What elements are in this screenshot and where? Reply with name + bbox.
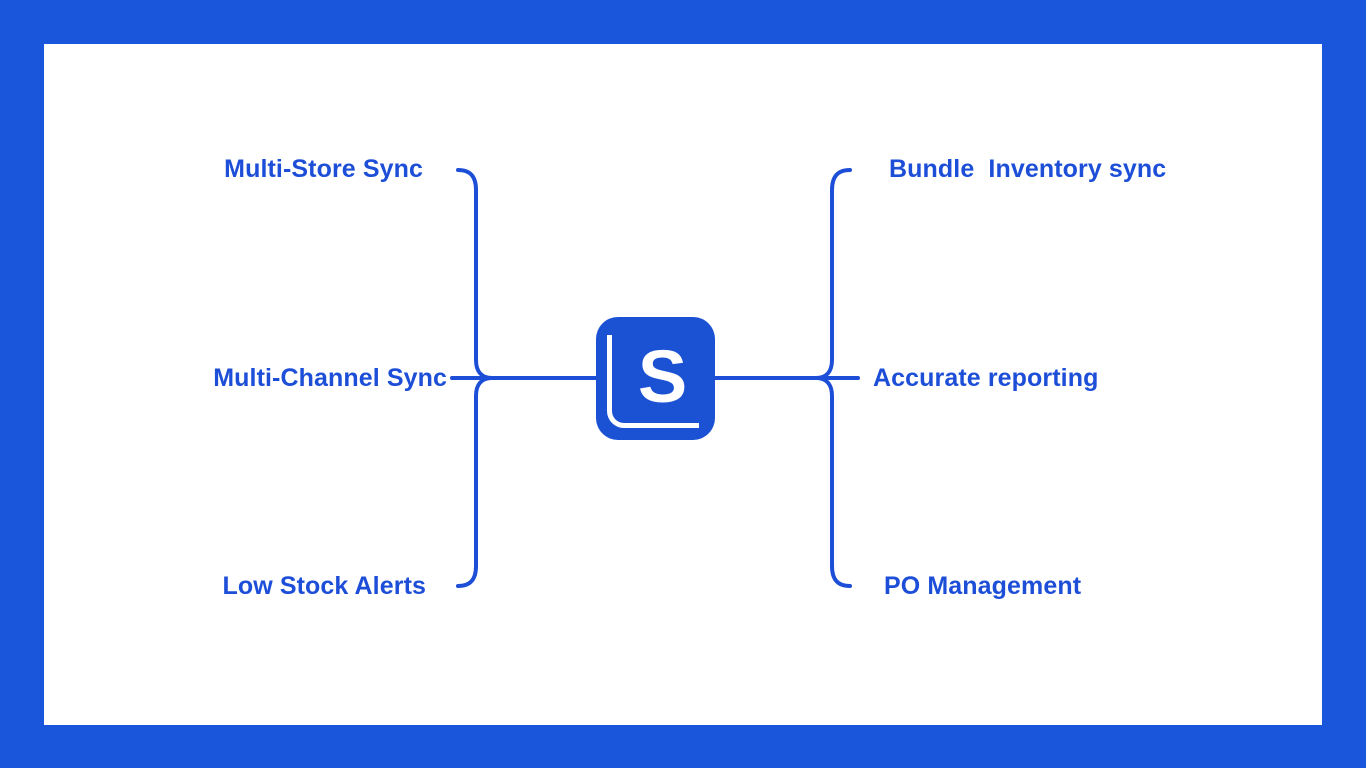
node-label-multi-store-sync[interactable]: Multi-Store Sync xyxy=(224,155,423,183)
node-label-low-stock-alerts[interactable]: Low Stock Alerts xyxy=(222,572,426,600)
node-label-accurate-reporting[interactable]: Accurate reporting xyxy=(873,364,1099,392)
logo-letter: S xyxy=(637,334,688,418)
node-label-multi-channel-sync[interactable]: Multi-Channel Sync xyxy=(213,364,447,392)
node-label-bundle-inventory-sync[interactable]: Bundle Inventory sync xyxy=(889,155,1167,183)
s-logo-icon[interactable]: S xyxy=(596,317,715,440)
node-label-po-management[interactable]: PO Management xyxy=(884,572,1082,600)
